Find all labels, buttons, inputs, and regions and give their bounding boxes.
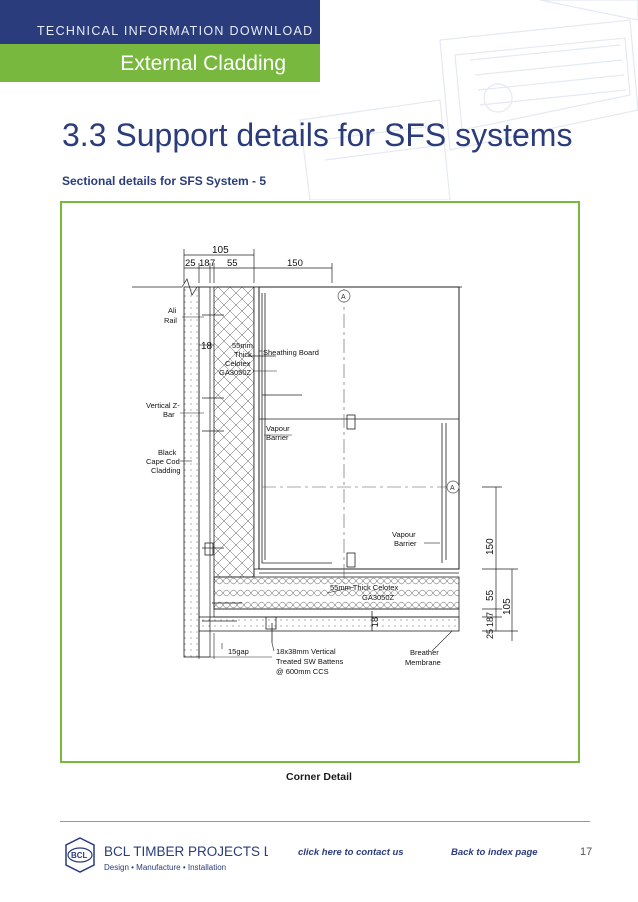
drawing-caption: Corner Detail	[286, 771, 352, 783]
label-celotex-3: Celotex	[225, 359, 251, 368]
label-battens-3: @ 600mm CCS	[276, 667, 329, 676]
dim-right-5: 25	[485, 629, 495, 639]
label-battens-2: Treated SW Battens	[276, 657, 344, 666]
contact-link[interactable]: click here to contact us	[298, 847, 404, 858]
section-marker-right: A	[450, 485, 455, 492]
label-vapour-2: Barrier	[266, 433, 289, 442]
dimension-lines-top	[183, 249, 333, 283]
label-zbar-2: Bar	[163, 410, 175, 419]
label-vapour-3: Vapour	[392, 530, 416, 539]
header-bar: TECHNICAL INFORMATION DOWNLOAD	[0, 0, 320, 44]
section-label: TECHNICAL INFORMATION DOWNLOAD	[37, 24, 314, 38]
label-vapour-1: Vapour	[266, 424, 290, 433]
dim-top-2: 18	[199, 258, 210, 269]
bottom-cladding	[198, 616, 460, 632]
dim-right-4: 18	[485, 617, 495, 627]
label-zbar-1: Vertical Z-	[146, 401, 180, 410]
dimension-lines-right	[482, 486, 518, 641]
category-title: External Cladding	[120, 52, 286, 75]
dim-top-5: 150	[287, 258, 303, 269]
logo-tagline: Design • Manufacture • Installation	[104, 863, 226, 872]
label-cladding-1: Black	[158, 448, 177, 457]
label-vapour-4: Barrier	[394, 539, 417, 548]
label-battens-1: 18x38mm Vertical	[276, 647, 336, 656]
cladding-board	[183, 286, 200, 658]
batten-layer	[213, 608, 460, 618]
page-number: 17	[580, 846, 593, 858]
label-ali-rail-2: Rail	[164, 316, 177, 325]
page-title: 3.3 Support details for SFS systems	[62, 117, 573, 153]
drawing-labels: Ali Rail 55mm Thick Celotex GA3050Z Shea…	[146, 306, 441, 676]
footer-divider	[60, 821, 590, 822]
label-cladding-3: Cladding	[151, 466, 181, 475]
label-sheathing: Sheathing Board	[263, 348, 319, 357]
bcl-logo: BCL BCL TIMBER PROJECTS LTD Design • Man…	[65, 837, 268, 873]
sheathing-board	[253, 286, 260, 570]
label-celotex-2: Thick	[234, 350, 252, 359]
leader-lines	[180, 316, 453, 652]
logo-name: BCL TIMBER PROJECTS LTD	[104, 844, 268, 859]
dim-right-1: 150	[485, 538, 496, 555]
category-bar: External Cladding	[0, 44, 320, 82]
dim-right-2: 55	[485, 589, 496, 601]
fixings	[202, 314, 373, 643]
label-celotex-4: GA3050Z	[219, 368, 252, 377]
blueprint-watermark	[299, 0, 638, 200]
label-breather-2: Membrane	[405, 658, 441, 667]
index-link[interactable]: Back to index page	[451, 847, 538, 858]
label-cladding-2: Cape Cod	[146, 457, 180, 466]
label-celotex-bottom-1: 55mm Thick Celotex	[330, 583, 398, 592]
corner-detail-drawing: 105 25 18 7 55 150 A A	[132, 245, 518, 676]
label-breather-1: Breather	[410, 648, 439, 657]
dim-top-total: 105	[212, 245, 229, 256]
drawing-frame: 105 25 18 7 55 150 A A	[60, 201, 580, 763]
dimension-lines-bottom	[198, 633, 272, 659]
horizontal-insulation	[213, 576, 460, 610]
dim-right-total: 105	[502, 598, 513, 615]
vertical-insulation	[213, 286, 255, 578]
dim-18-bottom: 18	[370, 617, 380, 627]
logo-mark: BCL	[71, 851, 88, 860]
dim-18-left: 18	[201, 341, 213, 352]
dim-top-1: 25	[185, 258, 196, 269]
dim-top-4: 55	[227, 258, 238, 269]
label-celotex-1: 55mm	[232, 341, 253, 350]
label-ali-rail-1: Ali	[168, 306, 177, 315]
page-subtitle: Sectional details for SFS System - 5	[62, 174, 267, 188]
section-marker-top: A	[341, 294, 346, 301]
dim-top-3: 7	[210, 258, 215, 269]
sfs-frame	[258, 286, 460, 570]
label-gap: 15gap	[228, 647, 249, 656]
label-celotex-bottom-2: GA3050Z	[362, 593, 395, 602]
dim-right-3: 7	[485, 612, 495, 617]
